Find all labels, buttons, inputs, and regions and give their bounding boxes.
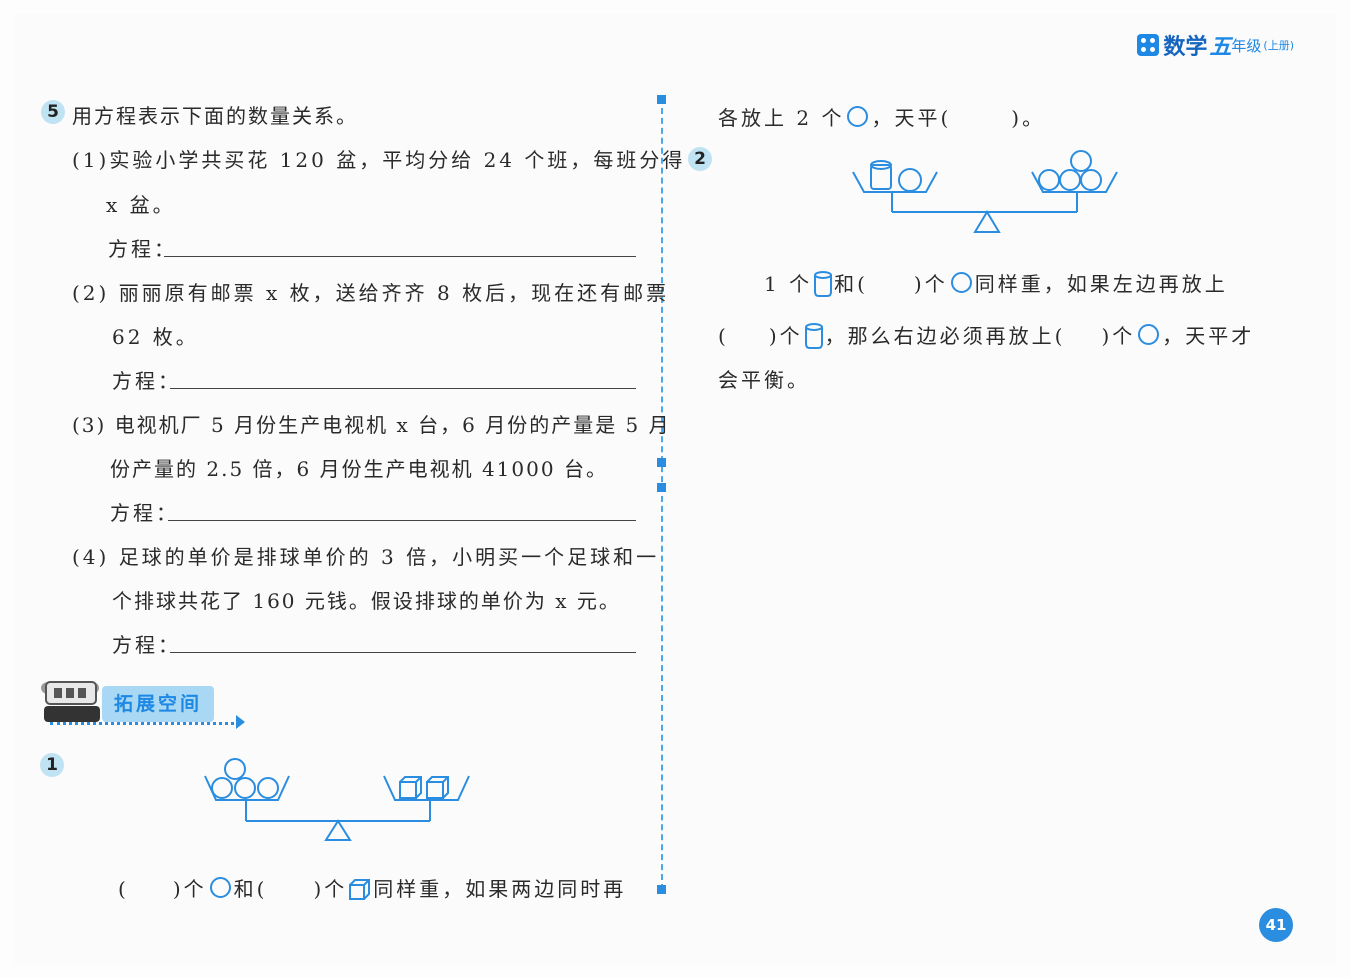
ball-icon <box>950 272 972 293</box>
header-volume: (上册) <box>1263 39 1294 52</box>
header-subject: 数学 <box>1163 35 1208 60</box>
question-number-badge: 5 <box>41 100 65 124</box>
page <box>14 14 1336 964</box>
answer-line[interactable] <box>164 256 636 257</box>
item-2-line2: 62 枚。 <box>112 325 199 349</box>
page-number: 41 <box>1259 908 1293 942</box>
item-2-line1: (2) 丽丽原有邮票 x 枚，送给齐齐 8 枚后，现在还有邮票 <box>72 281 670 305</box>
q1-text: )。 <box>1011 106 1046 130</box>
equation-label: 方程： <box>108 237 177 261</box>
equation-label: 方程： <box>112 633 181 657</box>
header-grade: 五 <box>1209 34 1232 60</box>
divider-marker <box>657 483 666 492</box>
q1-text: )个 <box>313 877 348 901</box>
logo-icon <box>1137 34 1160 56</box>
cube-icon <box>349 879 371 900</box>
q2-line1: 1 个和( )个 同样重，如果左边再放上 <box>764 268 1228 297</box>
book-header: 数学 五 年级 (上册) <box>1137 30 1294 60</box>
ball-icon <box>847 106 869 127</box>
item-3-line1: (3) 电视机厂 5 月份生产电视机 x 台，6 月份的产量是 5 月 <box>72 413 671 437</box>
q1-text: 和( <box>233 877 268 901</box>
q2-text: )个 <box>1101 324 1136 348</box>
q1-text: )个 <box>172 877 207 901</box>
banner-dotted-line <box>50 722 240 725</box>
q2-text: 和( <box>834 272 868 296</box>
q2-text: )个 <box>768 324 803 348</box>
question-number-badge: 1 <box>40 753 64 777</box>
question-title: 用方程表示下面的数量关系。 <box>72 104 358 128</box>
q2-line3: 会平衡。 <box>718 368 810 392</box>
robot-icon <box>41 681 100 722</box>
header-grade-suffix: 年级 <box>1231 36 1262 55</box>
cylinder-icon <box>814 271 833 297</box>
q2-text: ，那么右边必须再放上( <box>824 324 1066 348</box>
divider-marker <box>657 95 666 104</box>
q1-text-line: ( )个 和( )个 同样重，如果两边同时再 <box>118 873 626 902</box>
q2-text: )个 <box>913 272 948 296</box>
column-divider <box>661 98 663 890</box>
cylinder-icon <box>804 323 823 349</box>
answer-line[interactable] <box>170 652 636 653</box>
q2-text: 1 个 <box>764 272 813 296</box>
item-4-line2: 个排球共花了 160 元钱。假设排球的单价为 x 元。 <box>112 589 621 613</box>
item-1-line2: x 盆。 <box>106 193 176 217</box>
balance-scale-2 <box>852 150 1118 233</box>
q1-text: 同样重，如果两边同时再 <box>373 877 627 901</box>
answer-line[interactable] <box>170 388 636 389</box>
ball-icon <box>209 877 231 898</box>
answer-line[interactable] <box>168 520 636 521</box>
q1-text: 各放上 2 个 <box>718 106 845 130</box>
q1-continued-line: 各放上 2 个 ，天平( )。 <box>718 102 1045 131</box>
q1-text: ，天平( <box>871 106 952 130</box>
section-banner-label: 拓展空间 <box>102 686 214 722</box>
ball-icon <box>1138 324 1160 345</box>
divider-marker <box>657 885 666 894</box>
section-banner: 拓展空间 <box>40 676 250 732</box>
arrow-icon <box>236 715 245 729</box>
balance-scale-1 <box>204 758 470 841</box>
q2-text: ( <box>718 324 729 348</box>
question-number-badge: 2 <box>688 147 712 171</box>
blank-open: ( <box>118 877 129 901</box>
divider-marker <box>657 458 666 467</box>
q2-line2: ( )个 ，那么右边必须再放上( )个 ，天平才 <box>718 320 1254 349</box>
q2-text: ，天平才 <box>1162 324 1255 348</box>
equation-label: 方程： <box>112 369 181 393</box>
item-1-line1: (1)实验小学共买花 120 盆，平均分给 24 个班，每班分得 <box>72 148 686 172</box>
item-4-line1: (4) 足球的单价是排球单价的 3 倍，小明买一个足球和一 <box>72 545 660 569</box>
item-3-line2: 份产量的 2.5 倍，6 月份生产电视机 41000 台。 <box>110 457 608 481</box>
q2-text: 同样重，如果左边再放上 <box>974 272 1228 296</box>
equation-label: 方程： <box>110 501 179 525</box>
